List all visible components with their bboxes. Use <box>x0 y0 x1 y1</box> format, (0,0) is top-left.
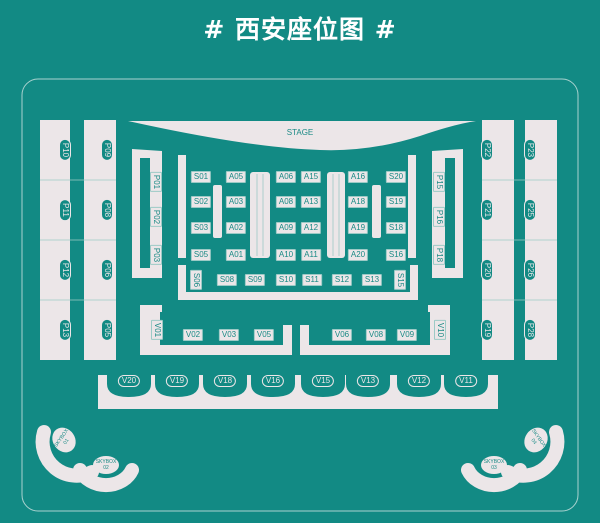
seat-section-A12[interactable]: A12 <box>300 222 322 234</box>
seat-section-P13[interactable]: P13 <box>59 318 71 342</box>
seat-section-A18[interactable]: A18 <box>347 196 369 208</box>
skybox-2[interactable]: SKYBOX 02 <box>95 459 117 471</box>
seat-section-S19[interactable]: S19 <box>385 196 407 208</box>
seat-section-P08[interactable]: P08 <box>101 198 113 222</box>
seat-section-S01[interactable]: S01 <box>190 171 212 183</box>
seat-section-V15[interactable]: V15 <box>311 375 335 387</box>
seat-section-P02[interactable]: P02 <box>150 206 162 228</box>
seat-section-A03[interactable]: A03 <box>225 196 247 208</box>
seat-section-P19[interactable]: P19 <box>481 318 493 342</box>
seat-section-P23[interactable]: P23 <box>524 138 536 162</box>
floor-u-shape <box>178 265 418 300</box>
seat-section-A08[interactable]: A08 <box>275 196 297 208</box>
seat-section-V20[interactable]: V20 <box>117 375 141 387</box>
page-title: # 西安座位图 # <box>203 15 397 44</box>
seat-section-S02[interactable]: S02 <box>190 196 212 208</box>
seat-section-P05[interactable]: P05 <box>101 318 113 342</box>
seat-section-A13[interactable]: A13 <box>300 196 322 208</box>
seat-section-S11[interactable]: S11 <box>302 274 322 286</box>
skybox-3[interactable]: SKYBOX 03 <box>483 459 505 471</box>
seat-section-S06[interactable]: S06 <box>190 269 202 291</box>
seat-section-V13[interactable]: V13 <box>356 375 380 387</box>
seat-section-V11[interactable]: V11 <box>455 375 477 387</box>
seat-section-S12[interactable]: S12 <box>331 274 353 286</box>
seat-section-P09[interactable]: P09 <box>101 138 113 162</box>
seat-section-P20[interactable]: P20 <box>481 258 493 282</box>
seat-section-S03[interactable]: S03 <box>190 222 212 234</box>
seat-section-S13[interactable]: S13 <box>361 274 383 286</box>
seat-section-A19[interactable]: A19 <box>347 222 369 234</box>
seat-section-P11[interactable]: P11 <box>59 199 71 221</box>
seat-section-V03[interactable]: V03 <box>218 329 240 341</box>
seat-section-S18[interactable]: S18 <box>385 222 407 234</box>
seat-section-V12[interactable]: V12 <box>407 375 431 387</box>
seat-section-P15[interactable]: P15 <box>433 171 445 193</box>
skybox-4-shape <box>501 425 565 483</box>
seat-section-P28[interactable]: P28 <box>524 318 536 342</box>
seat-section-A05[interactable]: A05 <box>225 171 247 183</box>
seat-section-A20[interactable]: A20 <box>347 249 369 261</box>
seat-section-V02[interactable]: V02 <box>182 329 204 341</box>
stage-shape <box>128 121 476 151</box>
outer-frame <box>21 78 579 512</box>
seat-section-S20[interactable]: S20 <box>385 171 407 183</box>
seat-section-P16[interactable]: P16 <box>433 206 445 228</box>
seat-section-S05[interactable]: S05 <box>190 249 212 261</box>
seat-section-P26[interactable]: P26 <box>524 258 536 282</box>
seat-section-P10[interactable]: P10 <box>59 138 71 162</box>
seat-section-V06[interactable]: V06 <box>331 329 353 341</box>
seat-section-A02[interactable]: A02 <box>225 222 247 234</box>
seat-section-A16[interactable]: A16 <box>347 171 369 183</box>
seat-section-P12[interactable]: P12 <box>59 258 71 282</box>
seat-section-V10[interactable]: V10 <box>434 319 446 341</box>
v-left-shape <box>140 305 292 355</box>
seat-section-V08[interactable]: V08 <box>365 329 387 341</box>
seat-section-S08[interactable]: S08 <box>216 274 238 286</box>
seat-section-V19[interactable]: V19 <box>165 375 189 387</box>
seat-section-P06[interactable]: P06 <box>101 258 113 282</box>
seat-section-P21[interactable]: P21 <box>481 198 493 222</box>
seat-section-V18[interactable]: V18 <box>213 375 237 387</box>
seat-section-S15[interactable]: S15 <box>394 269 406 291</box>
stage-label: STAGE <box>286 128 314 137</box>
seat-section-A15[interactable]: A15 <box>300 171 322 183</box>
seat-section-A11[interactable]: A11 <box>301 249 321 261</box>
seat-section-S10[interactable]: S10 <box>275 274 297 286</box>
seat-section-P25[interactable]: P25 <box>524 198 536 222</box>
seat-section-A10[interactable]: A10 <box>275 249 297 261</box>
seat-section-P22[interactable]: P22 <box>481 138 493 162</box>
seat-section-V09[interactable]: V09 <box>396 329 418 341</box>
seat-section-V05[interactable]: V05 <box>253 329 275 341</box>
seat-section-V16[interactable]: V16 <box>261 375 285 387</box>
seat-section-A09[interactable]: A09 <box>275 222 297 234</box>
seat-section-P01[interactable]: P01 <box>150 171 162 193</box>
seat-section-P18[interactable]: P18 <box>433 244 445 266</box>
seat-section-S16[interactable]: S16 <box>385 249 407 261</box>
seat-section-V01[interactable]: V01 <box>151 319 163 341</box>
seat-section-P03[interactable]: P03 <box>150 244 162 266</box>
v-right-shape <box>300 305 450 355</box>
seat-section-A01[interactable]: A01 <box>225 249 247 261</box>
seat-section-S09[interactable]: S09 <box>244 274 266 286</box>
seat-section-A06[interactable]: A06 <box>275 171 297 183</box>
skybox-2-shape <box>73 463 139 493</box>
